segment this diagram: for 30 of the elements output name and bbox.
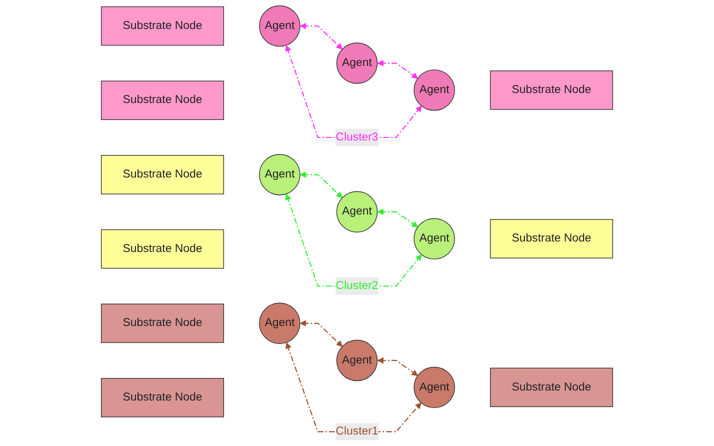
- node-circle: Agent: [336, 42, 378, 84]
- node-circle: Agent: [414, 218, 455, 260]
- arrow: [300, 22, 343, 50]
- node-circle: Agent: [414, 69, 455, 111]
- edge-label: Cluster1: [336, 425, 378, 438]
- node-box: Substrate Node: [100, 378, 224, 418]
- arrow: [285, 342, 422, 432]
- node-box: Substrate Node: [490, 219, 614, 258]
- arrow: [285, 194, 422, 287]
- node-circle: Agent: [336, 191, 378, 232]
- node-box: Substrate Node: [100, 155, 224, 194]
- arrow: [377, 357, 418, 376]
- node-circle: Agent: [414, 366, 455, 408]
- arrow: [285, 45, 422, 138]
- arrow: [300, 320, 343, 347]
- node-circle: Agent: [336, 340, 378, 382]
- node-circle: Agent: [259, 302, 300, 344]
- arrow: [377, 208, 418, 228]
- node-box: Substrate Node: [490, 368, 614, 408]
- node-box: Substrate Node: [100, 80, 224, 120]
- arrow: [377, 60, 418, 79]
- edge-label: Cluster2: [336, 280, 378, 292]
- edge-label: Cluster3: [336, 131, 378, 144]
- node-box: Substrate Node: [100, 6, 224, 46]
- node-box: Substrate Node: [490, 70, 614, 110]
- node-circle: Agent: [259, 5, 300, 47]
- node-circle: Agent: [259, 154, 300, 196]
- node-box: Substrate Node: [100, 229, 224, 269]
- node-box: Substrate Node: [100, 304, 224, 343]
- arrow: [300, 172, 343, 198]
